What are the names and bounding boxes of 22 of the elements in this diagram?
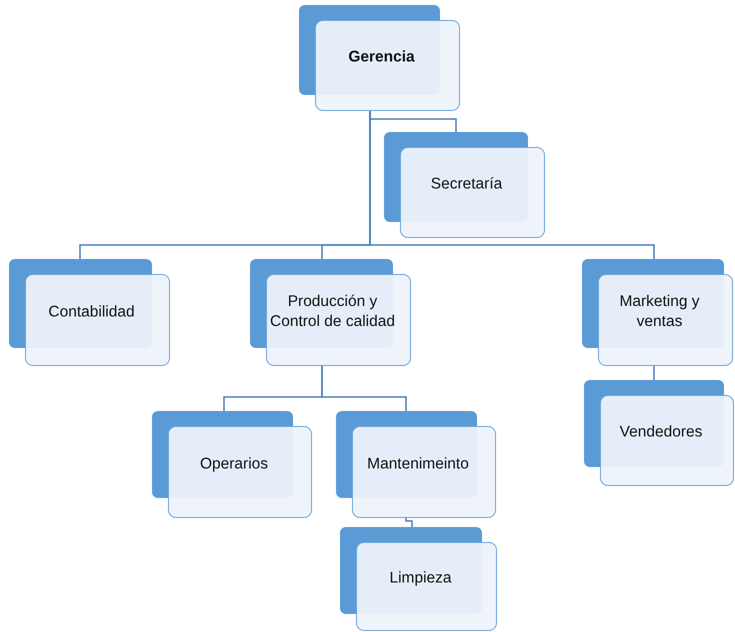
org-card [584, 380, 734, 486]
connector-line [321, 366, 407, 411]
org-card [340, 527, 497, 631]
org-card [299, 5, 460, 111]
node-label: Secretaría [430, 174, 502, 195]
org-card [384, 132, 545, 238]
org-card [152, 411, 312, 518]
org-card [250, 259, 411, 366]
connector-line [405, 518, 413, 527]
connector-line [369, 111, 655, 259]
node-label: Operarios [200, 454, 268, 474]
node-label: Marketing y ventas [618, 292, 701, 332]
node-label: Vendedores [620, 422, 702, 443]
org-card [9, 259, 170, 366]
org-card [336, 411, 496, 518]
node-label: Gerencia [348, 48, 415, 68]
org-card [582, 259, 733, 366]
node-label: Contabilidad [48, 302, 135, 322]
node-label: Producción y Control de calidad [270, 292, 395, 332]
node-label: Limpieza [389, 568, 452, 589]
node-label: Mantenimeinto [367, 454, 469, 474]
connector-line [653, 366, 655, 380]
